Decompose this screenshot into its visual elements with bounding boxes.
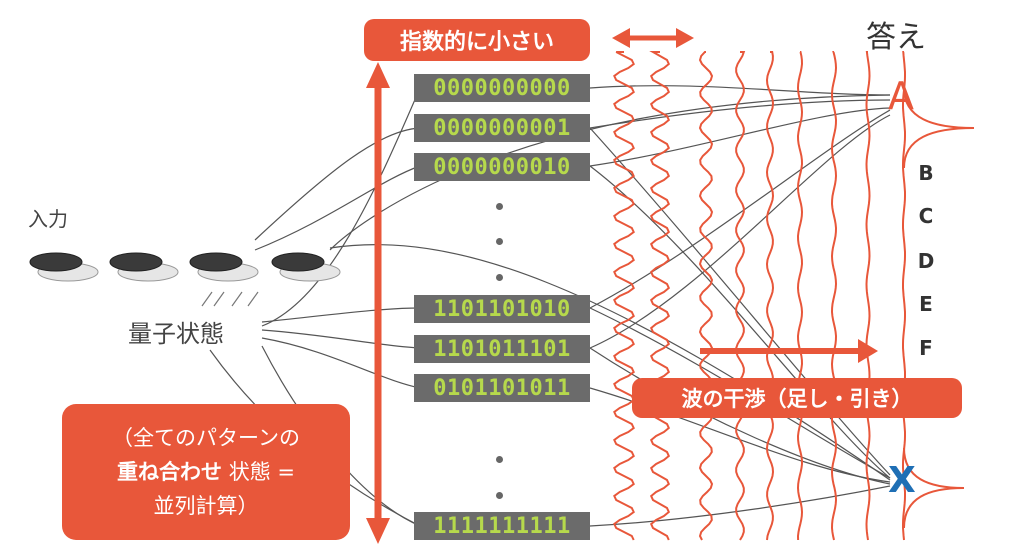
connection-curve: [261, 329, 421, 349]
answer-e: E: [919, 292, 933, 316]
interference-wave: [649, 51, 671, 541]
ellipsis-dot: [496, 492, 503, 499]
connection-curve: [254, 165, 421, 251]
connection-curve: [261, 307, 421, 323]
interference-wave: [765, 51, 775, 541]
coin-stack-icon: [271, 252, 341, 282]
interference-wave: [735, 51, 746, 541]
answer-d: D: [917, 249, 935, 273]
answer-c: C: [918, 204, 934, 228]
connection-curve: [589, 107, 891, 167]
input-coins: [29, 252, 341, 282]
bitstring-row: 0000000010: [414, 153, 590, 181]
connection-curve: [589, 114, 891, 349]
interference-wave: [865, 51, 871, 541]
answer-b: B: [918, 161, 934, 185]
superposition-bold: 重ね合わせ: [117, 460, 223, 484]
ellipsis-dot: [496, 456, 503, 463]
amplitude-peak: [903, 87, 975, 169]
coin-stack-icon: [109, 252, 179, 282]
connection-curve: [254, 127, 421, 241]
superposition-callout: （全てのパターンの 重ね合わせ 状態 = 並列計算）: [62, 404, 350, 540]
superposition-rest: 状態 =: [222, 460, 295, 484]
connection-curve: [589, 127, 891, 476]
bitstring-row: 1101011101: [414, 335, 590, 363]
answer-x: X: [888, 460, 916, 501]
coin-stack-icon: [189, 252, 259, 282]
ellipsis-dot: [496, 238, 503, 245]
connection-curve: [261, 337, 421, 389]
propagation-arrow: [700, 339, 878, 363]
interference-wave: [698, 51, 714, 541]
quantum-state-label: 量子状態: [128, 320, 224, 348]
ellipsis-dot: [496, 203, 503, 210]
connection-curve: [589, 85, 891, 96]
answer-heading: 答え: [866, 20, 926, 55]
connection-curve: [589, 109, 891, 309]
state-ticks: [201, 291, 259, 307]
ellipsis-dot: [496, 274, 503, 281]
answer-a: A: [888, 74, 914, 118]
bitstring-row: 0000000000: [414, 74, 590, 102]
superposition-line2: 重ね合わせ 状態 =: [117, 455, 295, 489]
vertical-range-arrow: [366, 62, 390, 544]
interference-wave: [796, 51, 804, 541]
coin-stack-icon: [29, 252, 99, 282]
bitstring-row: 1111111111: [414, 512, 590, 540]
input-label: 入力: [28, 207, 68, 231]
interference-wave: [613, 51, 635, 541]
interference-wave: [830, 51, 838, 541]
connection-curve: [589, 485, 891, 527]
amplitude-peak: [903, 447, 965, 529]
wave-spacing-arrow: [612, 28, 694, 48]
exponentially-small-badge: 指数的に小さい: [364, 19, 590, 61]
connection-curve: [589, 347, 891, 485]
interference-badge: 波の干渉（足し・引き）: [632, 378, 962, 418]
bitstring-row: 0101101011: [414, 374, 590, 402]
superposition-line1: （全てのパターンの: [112, 426, 300, 450]
bitstring-row: 0000000001: [414, 114, 590, 142]
superposition-line3: 並列計算）: [153, 494, 259, 518]
interference-wave: [902, 51, 906, 541]
connection-curve: [261, 87, 421, 327]
bitstring-row: 1101101010: [414, 295, 590, 323]
answer-f: F: [919, 336, 933, 360]
